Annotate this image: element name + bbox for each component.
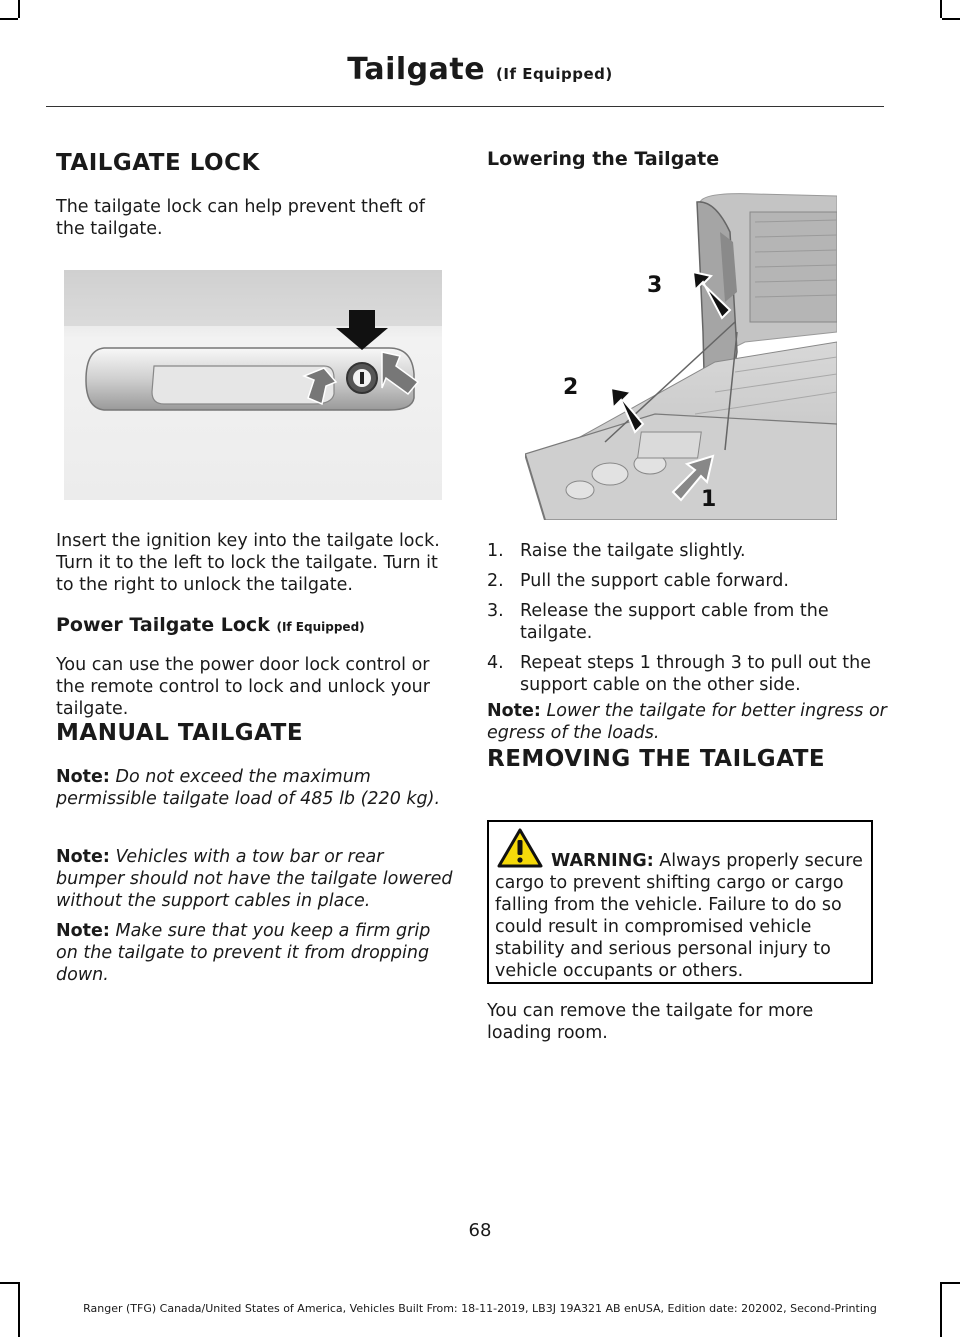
heading-tailgate-lock: TAILGATE LOCK (56, 150, 260, 176)
paragraph-insert-key: Insert the ignition key into the tailgat… (56, 531, 440, 595)
step-number: 2. (487, 571, 504, 591)
note-label: Note: (56, 847, 110, 867)
header-title-text: Tailgate (347, 52, 486, 87)
warning-body: Always properly secure cargo to prevent … (495, 851, 863, 981)
note-label: Note: (56, 767, 110, 787)
header-rule (46, 106, 884, 107)
heading-lowering-tailgate: Lowering the Tailgate (487, 148, 720, 170)
note-tow-bar: Note: Vehicles with a tow bar or rear bu… (56, 846, 456, 912)
note-text: Make sure that you keep a firm grip on t… (56, 921, 431, 985)
arrow-unlock-right-icon (381, 351, 420, 396)
callout-label-2: 2 (563, 375, 578, 400)
note-lower-tailgate: Note: Lower the tailgate for better ingr… (487, 700, 887, 744)
crop-mark (0, 18, 18, 20)
arrow-down-icon (336, 310, 388, 350)
lowering-tailgate-illustration: 3 2 1 (525, 192, 837, 520)
arrow-callout-1-icon (671, 454, 715, 502)
heading-power-tailgate-lock: Power Tailgate Lock (If Equipped) (56, 614, 365, 636)
crop-mark (18, 0, 20, 18)
warning-label: WARNING: (551, 851, 654, 871)
tailgate-handle-illustration (64, 270, 442, 500)
note-firm-grip: Note: Make sure that you keep a firm gri… (56, 920, 456, 986)
crop-mark (0, 1282, 18, 1284)
paragraph-power-lock: You can use the power door lock control … (56, 655, 430, 719)
heading-power-suffix: (If Equipped) (276, 620, 365, 634)
callout-label-1: 1 (701, 487, 716, 512)
step-text: Release the support cable from the tailg… (520, 601, 829, 643)
step-text: Pull the support cable forward. (520, 571, 789, 591)
warning-text: WARNING: Always properly secure cargo to… (495, 850, 871, 982)
page-number: 68 (468, 1220, 492, 1241)
arrow-callout-2-icon (609, 386, 645, 434)
step-number: 3. (487, 601, 504, 621)
arrow-lock-left-icon (301, 367, 338, 406)
note-label: Note: (56, 921, 110, 941)
header-title-suffix: (If Equipped) (496, 65, 613, 83)
crop-mark (940, 1282, 942, 1337)
note-label: Note: (487, 701, 541, 721)
warning-box: WARNING: Always properly secure cargo to… (487, 820, 873, 984)
list-item: 4. Repeat steps 1 through 3 to pull out t… (487, 652, 887, 696)
note-text: Do not exceed the maximum permissible ta… (56, 767, 441, 809)
arrow-callout-3-icon (691, 270, 732, 320)
heading-manual-tailgate: MANUAL TAILGATE (56, 720, 304, 746)
crop-mark (18, 1282, 20, 1337)
note-text: Lower the tailgate for better ingress or… (487, 701, 887, 743)
crop-mark (942, 18, 960, 20)
step-number: 4. (487, 653, 504, 673)
lowering-steps-list: 1. Raise the tailgate slightly. 2. Pull th… (487, 540, 887, 704)
step-text: Repeat steps 1 through 3 to pull out the… (520, 653, 871, 695)
note-text: Vehicles with a tow bar or rear bumper s… (56, 847, 453, 911)
warning-triangle-icon (497, 828, 543, 868)
paragraph-remove-tailgate: You can remove the tailgate for more loa… (487, 1001, 814, 1043)
crop-mark (940, 0, 942, 18)
list-item: 1. Raise the tailgate slightly. (487, 540, 887, 562)
heading-power-text: Power Tailgate Lock (56, 614, 270, 636)
step-number: 1. (487, 541, 504, 561)
page-footer: Ranger (TFG) Canada/United States of Ame… (83, 1302, 877, 1315)
paragraph-lock-intro: The tailgate lock can help prevent theft… (56, 197, 425, 239)
heading-removing-tailgate: REMOVING THE TAILGATE (487, 746, 826, 772)
callout-label-3: 3 (647, 273, 662, 298)
list-item: 3. Release the support cable from the tai… (487, 600, 887, 644)
page-header-title: Tailgate (If Equipped) (0, 52, 960, 87)
crop-mark (942, 1282, 960, 1284)
note-max-load: Note: Do not exceed the maximum permissi… (56, 766, 456, 810)
step-text: Raise the tailgate slightly. (520, 541, 746, 561)
list-item: 2. Pull the support cable forward. (487, 570, 887, 592)
